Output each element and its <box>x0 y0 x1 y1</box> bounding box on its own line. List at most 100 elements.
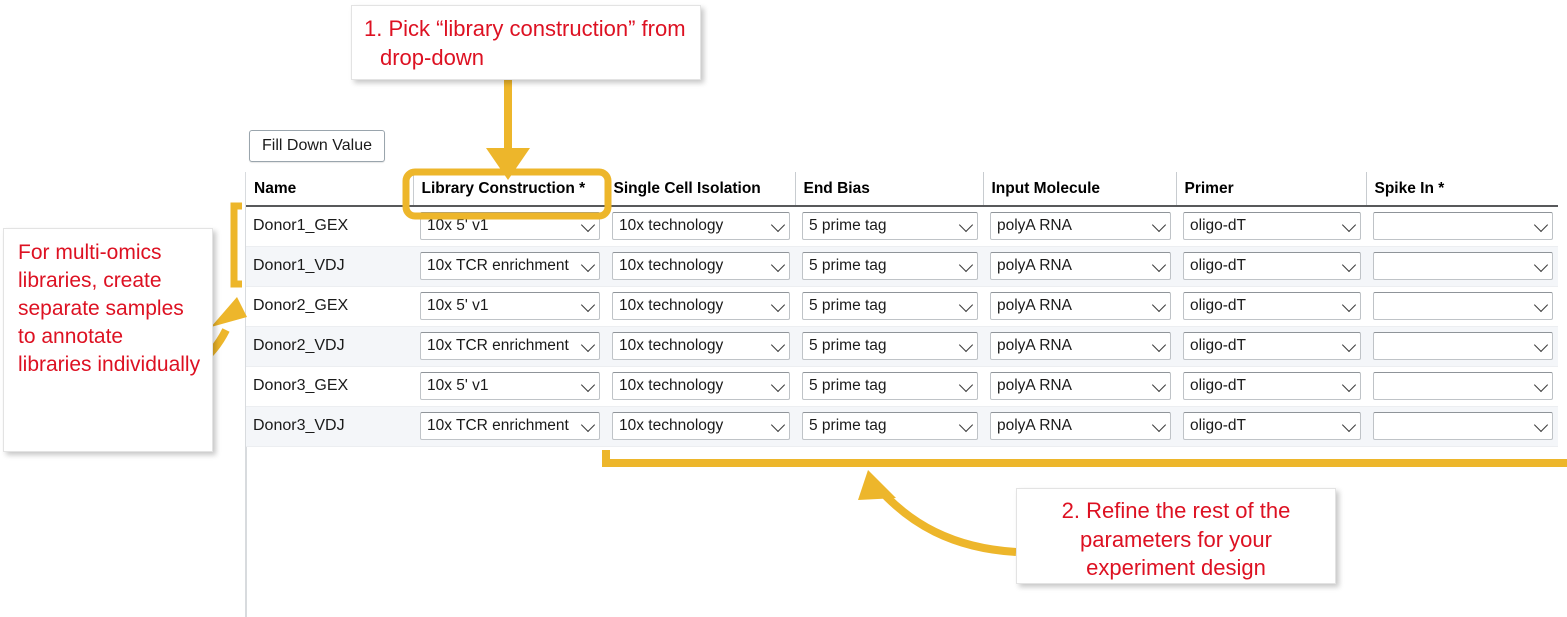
column-header-end-bias[interactable]: End Bias <box>795 172 984 207</box>
select-value: oligo-dT <box>1190 377 1246 394</box>
column-header-library-construction[interactable]: Library Construction * <box>413 172 606 207</box>
select-value: polyA RNA <box>997 297 1072 314</box>
chevron-down-icon <box>770 337 786 353</box>
column-header-name[interactable]: Name <box>246 172 414 207</box>
select-spike-in[interactable] <box>1373 292 1553 320</box>
select-library-construction[interactable]: 10x TCR enrichment <box>420 252 600 280</box>
select-value: oligo-dT <box>1190 337 1246 354</box>
fill-down-value-button[interactable]: Fill Down Value <box>249 130 385 162</box>
select-primer[interactable]: oligo-dT <box>1183 332 1361 360</box>
select-value: 10x 5' v1 <box>427 297 489 314</box>
select-primer[interactable]: oligo-dT <box>1183 412 1361 440</box>
select-primer[interactable]: oligo-dT <box>1183 292 1361 320</box>
chevron-down-icon <box>770 257 786 273</box>
select-value: 5 prime tag <box>809 337 887 354</box>
cell-primer: oligo-dT <box>1176 246 1366 287</box>
callout-step-1: 1. Pick “library construction” from drop… <box>351 5 701 80</box>
select-value: oligo-dT <box>1190 297 1246 314</box>
select-single-cell-isolation[interactable]: 10x technology <box>612 412 790 440</box>
select-end-bias[interactable]: 5 prime tag <box>802 412 978 440</box>
chevron-down-icon <box>1533 417 1549 433</box>
select-library-construction[interactable]: 10x TCR enrichment <box>420 412 600 440</box>
select-end-bias[interactable]: 5 prime tag <box>802 372 978 400</box>
cell-sample-name[interactable]: Donor1_VDJ <box>246 246 413 287</box>
table-row: Donor3_VDJ 10x TCR enrichment 10x technolo… <box>246 406 1558 447</box>
chevron-down-icon <box>580 417 596 433</box>
select-single-cell-isolation[interactable]: 10x technology <box>612 372 790 400</box>
cell-sample-name[interactable]: Donor2_GEX <box>246 286 413 327</box>
column-header-spike-in[interactable]: Spike In * <box>1366 172 1558 207</box>
cell-primer: oligo-dT <box>1176 206 1366 247</box>
select-single-cell-isolation[interactable]: 10x technology <box>612 292 790 320</box>
cell-library-construction: 10x TCR enrichment <box>413 326 605 367</box>
cell-end-bias: 5 prime tag <box>795 206 983 247</box>
select-single-cell-isolation[interactable]: 10x technology <box>612 332 790 360</box>
cell-sample-name[interactable]: Donor3_GEX <box>246 366 413 407</box>
select-value: 5 prime tag <box>809 417 887 434</box>
cell-input-molecule: polyA RNA <box>983 366 1176 407</box>
select-value: 10x TCR enrichment <box>427 417 569 434</box>
select-spike-in[interactable] <box>1373 252 1553 280</box>
select-input-molecule[interactable]: polyA RNA <box>990 372 1171 400</box>
select-library-construction[interactable]: 10x 5' v1 <box>420 292 600 320</box>
select-value: 5 prime tag <box>809 377 887 394</box>
select-end-bias[interactable]: 5 prime tag <box>802 292 978 320</box>
cell-end-bias: 5 prime tag <box>795 326 983 367</box>
select-value: polyA RNA <box>997 257 1072 274</box>
select-end-bias[interactable]: 5 prime tag <box>802 332 978 360</box>
select-value: 10x technology <box>619 417 724 434</box>
select-single-cell-isolation[interactable]: 10x technology <box>612 212 790 241</box>
select-spike-in[interactable] <box>1373 332 1553 360</box>
cell-single-cell-isolation: 10x technology <box>605 286 795 327</box>
select-input-molecule[interactable]: polyA RNA <box>990 212 1171 241</box>
select-input-molecule[interactable]: polyA RNA <box>990 332 1171 360</box>
select-value: 5 prime tag <box>809 217 887 235</box>
callout-step-2: 2. Refine the rest of the parameters for… <box>1016 488 1336 584</box>
select-library-construction[interactable]: 10x TCR enrichment <box>420 332 600 360</box>
select-spike-in[interactable] <box>1373 372 1553 400</box>
select-primer[interactable]: oligo-dT <box>1183 252 1361 280</box>
select-value: 5 prime tag <box>809 297 887 314</box>
select-value: 10x technology <box>619 217 724 235</box>
chevron-down-icon <box>1341 337 1357 353</box>
select-spike-in[interactable] <box>1373 212 1553 241</box>
cell-sample-name[interactable]: Donor2_VDJ <box>246 326 413 367</box>
sample-sheet-table: Name Library Construction * Single Cell … <box>246 172 1558 447</box>
select-primer[interactable]: oligo-dT <box>1183 372 1361 400</box>
select-input-molecule[interactable]: polyA RNA <box>990 252 1171 280</box>
cell-single-cell-isolation: 10x technology <box>605 406 795 447</box>
chevron-down-icon <box>958 377 974 393</box>
select-end-bias[interactable]: 5 prime tag <box>802 252 978 280</box>
cell-end-bias: 5 prime tag <box>795 286 983 327</box>
select-spike-in[interactable] <box>1373 412 1553 440</box>
select-value: 10x technology <box>619 337 724 354</box>
select-input-molecule[interactable]: polyA RNA <box>990 292 1171 320</box>
chevron-down-icon <box>1341 218 1357 233</box>
chevron-down-icon <box>1533 257 1549 273</box>
select-primer[interactable]: oligo-dT <box>1183 212 1361 241</box>
column-header-primer[interactable]: Primer <box>1176 172 1367 207</box>
table-header-row: Name Library Construction * Single Cell … <box>246 172 1558 207</box>
cell-spike-in <box>1366 366 1558 407</box>
select-end-bias[interactable]: 5 prime tag <box>802 212 978 241</box>
chevron-down-icon <box>1533 377 1549 393</box>
chevron-down-icon <box>1151 377 1167 393</box>
cell-sample-name[interactable]: Donor1_GEX <box>246 206 413 247</box>
select-single-cell-isolation[interactable]: 10x technology <box>612 252 790 280</box>
select-value: 10x 5' v1 <box>427 377 489 394</box>
column-header-single-cell-isolation[interactable]: Single Cell Isolation <box>605 172 796 207</box>
select-library-construction[interactable]: 10x 5' v1 <box>420 212 600 241</box>
column-header-input-molecule[interactable]: Input Molecule <box>983 172 1177 207</box>
chevron-down-icon <box>770 377 786 393</box>
select-input-molecule[interactable]: polyA RNA <box>990 412 1171 440</box>
select-library-construction[interactable]: 10x 5' v1 <box>420 372 600 400</box>
select-value: 10x technology <box>619 377 724 394</box>
chevron-down-icon <box>1341 377 1357 393</box>
cell-spike-in <box>1366 286 1558 327</box>
cell-sample-name[interactable]: Donor3_VDJ <box>246 406 413 447</box>
chevron-down-icon <box>770 218 786 233</box>
chevron-down-icon <box>1341 417 1357 433</box>
chevron-down-icon <box>1533 218 1549 233</box>
